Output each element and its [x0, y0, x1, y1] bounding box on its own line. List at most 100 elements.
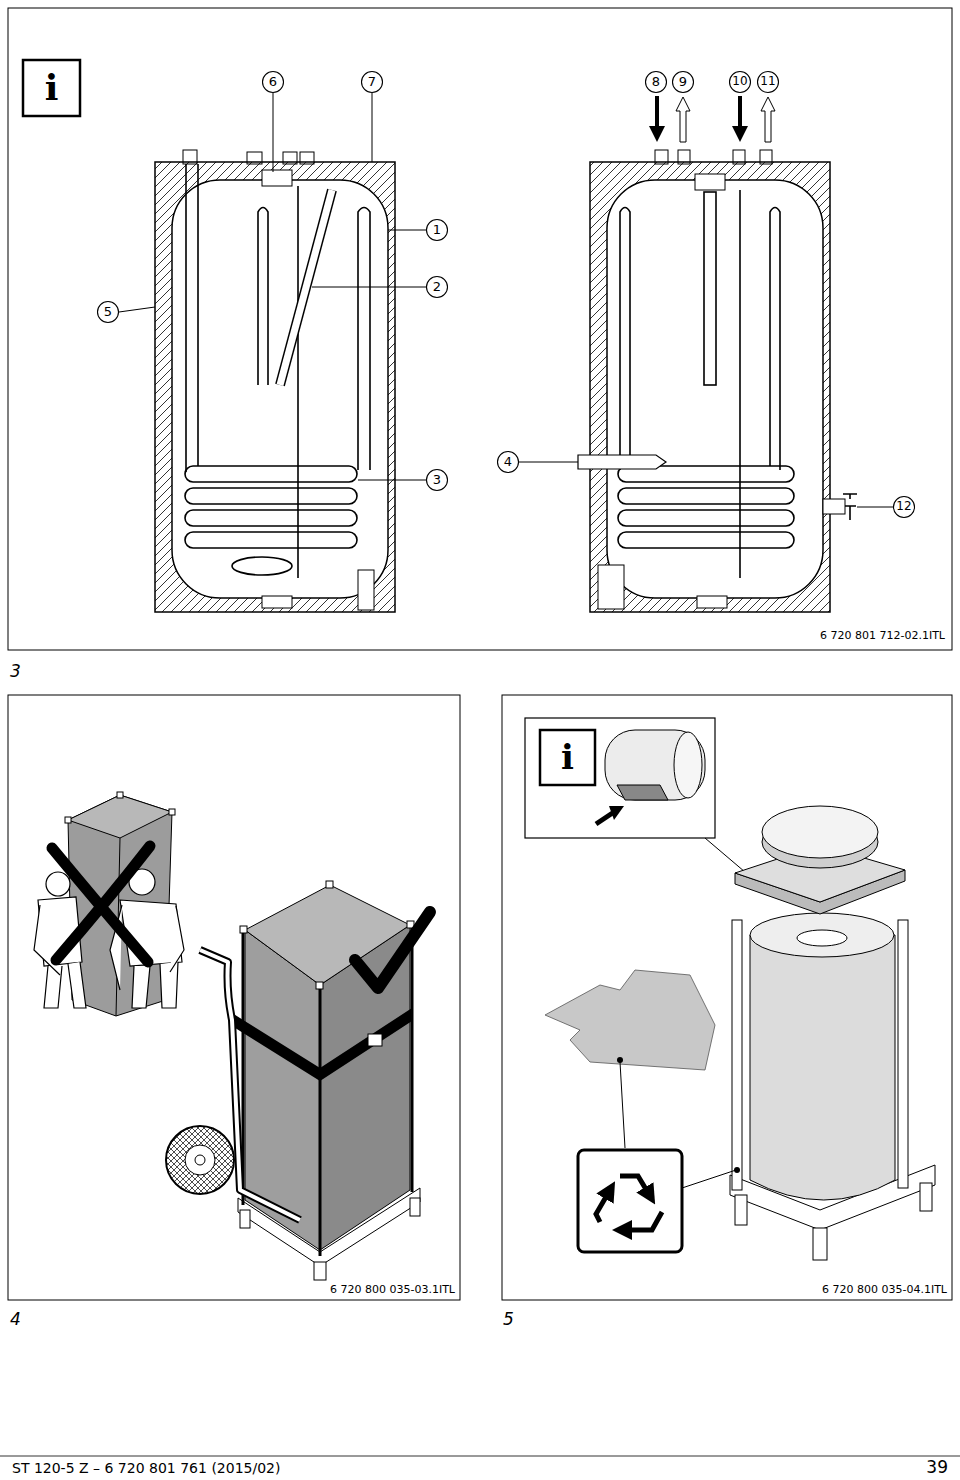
- callout-number: 8: [652, 75, 660, 89]
- tank-section-left: [297, 186, 299, 578]
- leader-line: [119, 307, 155, 312]
- carrying-wrong: [44, 962, 86, 1008]
- tank-section-right: [697, 596, 727, 608]
- callout-number: 9: [679, 75, 687, 89]
- trolley-correct: [195, 1155, 205, 1165]
- packed-tank: [620, 1062, 625, 1148]
- packed-tank: [732, 920, 742, 1190]
- tank-section-right: [578, 455, 666, 469]
- tank-section-right: [843, 494, 857, 520]
- flow-arrow: [676, 97, 690, 142]
- trolley-correct: [240, 926, 247, 933]
- callout-circle: [362, 72, 383, 93]
- tank-section-right: [704, 192, 716, 385]
- recycling-symbol: [620, 1176, 650, 1196]
- info-icon-letter: i: [561, 739, 574, 776]
- packed-tank: [705, 838, 745, 872]
- flow-arrow: [761, 97, 775, 142]
- info-inset: [525, 718, 715, 838]
- carrying-wrong: [46, 872, 70, 896]
- recycling-symbol: [578, 1150, 682, 1252]
- page-number: 39: [926, 1458, 948, 1477]
- trolley-correct: [166, 881, 430, 1280]
- tank-section-left: [358, 570, 374, 610]
- tank-section-left: [186, 164, 198, 472]
- info-inset: [540, 730, 595, 785]
- trolley-correct: [232, 1008, 412, 1081]
- trolley-correct: [355, 912, 430, 988]
- packed-tank: [545, 806, 935, 1260]
- figure-code: 6 720 800 035-03.1ITL: [330, 1284, 455, 1296]
- flow-arrow: [655, 96, 659, 128]
- carrying-wrong: [34, 792, 184, 1016]
- callout-number: 5: [104, 305, 112, 319]
- figure-number: 4: [10, 1310, 21, 1329]
- tank-section-left: [232, 557, 292, 575]
- tank-section-right: [695, 174, 725, 190]
- tank-section-right: [770, 208, 780, 471]
- tank-section-left: [262, 170, 292, 186]
- carrying-wrong: [117, 792, 123, 798]
- tank-section-right: [598, 565, 624, 609]
- tank-section-right: [618, 488, 794, 504]
- tank-section-left: [155, 150, 395, 612]
- tank-section-left: [262, 596, 292, 608]
- recycling-symbol: [622, 1212, 662, 1230]
- tank-section-left: [358, 208, 370, 471]
- tank-section-right: [620, 208, 630, 471]
- recycling-symbol: [578, 1150, 682, 1252]
- carrying-wrong: [68, 795, 172, 838]
- tank-section-left: [172, 180, 388, 598]
- leader-line: [273, 93, 274, 172]
- callout-circle: [263, 72, 284, 93]
- leader-line: [388, 230, 426, 231]
- callout-number: 11: [760, 75, 775, 88]
- callout-number: 7: [368, 75, 376, 89]
- packed-tank: [735, 1195, 747, 1225]
- footer-text: ST 120-5 Z – 6 720 801 761 (2015/02): [12, 1461, 280, 1476]
- panel-frame: [8, 8, 952, 650]
- packed-tank: [682, 1170, 736, 1188]
- callout-circle: [894, 497, 915, 518]
- tank-section-left: [258, 208, 268, 386]
- tank-section-left: [185, 466, 357, 482]
- flow-arrow: [732, 126, 748, 142]
- tank-section-left: [185, 510, 357, 526]
- tank-section-left: [185, 532, 357, 548]
- recycling-symbol: [596, 1176, 662, 1230]
- leader-line: [312, 287, 426, 288]
- packed-tank: [734, 1167, 740, 1173]
- packed-tank: [920, 1183, 932, 1211]
- panel-frame: [502, 695, 952, 1300]
- callout-circle: [498, 452, 519, 473]
- figure-number: 5: [503, 1310, 514, 1329]
- trolley-correct: [368, 1034, 382, 1046]
- callout-number: 10: [732, 75, 747, 88]
- trolley-correct: [240, 1210, 250, 1228]
- callout-number: 3: [433, 473, 441, 487]
- panel-frame: [0, 8, 960, 1456]
- trolley-correct: [316, 982, 323, 989]
- info-inset: [596, 812, 614, 824]
- tank-section-right: [618, 532, 794, 548]
- recycling-symbol: [596, 1190, 610, 1222]
- leader-line: [119, 93, 893, 507]
- tank-section-left: [155, 162, 395, 612]
- trolley-correct: [314, 1262, 326, 1280]
- flow-arrow: [738, 96, 742, 128]
- info-icon: [23, 60, 80, 116]
- tank-section-right: [823, 499, 845, 514]
- packed-tank: [750, 935, 895, 1200]
- trolley-correct: [166, 1126, 234, 1194]
- figure-code: 6 720 801 712-02.1ITL: [820, 630, 945, 642]
- panel-frame: [8, 695, 460, 1300]
- callout-circle: [730, 72, 751, 93]
- callout-number: 12: [896, 500, 911, 513]
- trolley-correct: [410, 1198, 420, 1216]
- tank-section-left: [185, 488, 357, 504]
- packed-tank: [545, 970, 715, 1070]
- tank-section-right: [739, 190, 741, 578]
- callout-number: 6: [269, 75, 277, 89]
- callout-circle: [98, 302, 119, 323]
